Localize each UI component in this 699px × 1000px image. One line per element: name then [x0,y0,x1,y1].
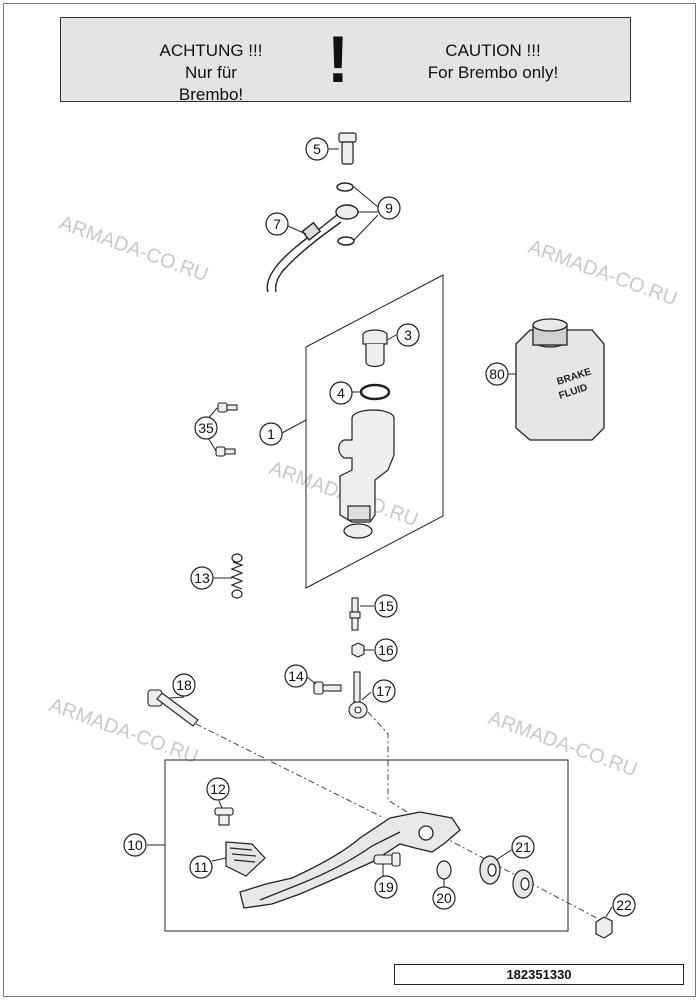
callout-label: 9 [385,200,393,216]
collar-nut-part [595,916,613,939]
caution-english-title: CAUTION !!! [445,41,541,60]
caution-german-text: Nur für Brembo! [178,63,244,104]
callout-label: 80 [489,366,505,382]
callout-label: 19 [378,879,394,895]
callout-label: 1 [267,426,275,442]
push-rod-part [348,671,368,719]
banjo-bolt-part [338,132,357,165]
callout-label: 12 [210,781,226,797]
caution-english: CAUTION !!! For Brembo only! [423,40,563,84]
callout-label: 7 [273,216,281,232]
watermark: ARMADA-CO.RU [485,707,640,781]
page-frame [3,3,696,997]
callout-label: 4 [337,385,345,401]
sealing-washer-part [337,236,355,246]
watermark: ARMADA-CO.RU [56,212,211,286]
callout-label: 14 [288,668,304,684]
callout-label: 5 [313,141,321,157]
callout-label: 10 [127,837,143,853]
pin-part [373,852,401,867]
callout-label: 17 [376,683,392,699]
return-spring-part [230,553,244,599]
sealing-washer-part [336,182,354,192]
caution-german-title: ACHTUNG !!! [159,41,263,60]
callout-label: 3 [404,327,412,343]
callout-label: 15 [378,598,394,614]
callout-label: 22 [616,897,632,913]
nut-part [351,642,365,658]
master-cylinder-group-outline [305,274,444,589]
callout-label: 21 [515,839,531,855]
step-plate-part [225,841,266,877]
callout-label: 11 [194,859,209,875]
part-number-box: 182351330 [394,964,684,985]
brake-pedal-part [239,811,461,909]
callout-label: 35 [198,420,214,436]
pivot-bolt-part [147,689,199,727]
leader-lines [147,148,613,918]
bleeder-screw-part [349,597,361,631]
o-ring-part [359,383,391,401]
callout-circles [123,137,636,917]
bearing-part [479,855,534,899]
callout-label: 13 [194,570,210,586]
caution-banner: ACHTUNG !!! Nur für Brembo! ! CAUTION !!… [60,17,631,104]
caution-english-text: For Brembo only! [427,63,559,82]
washer-part [436,860,452,880]
cap-part [214,807,234,826]
reservoir-cap-part [362,329,388,368]
screw-part [215,402,238,457]
callout-label: 20 [436,890,452,906]
exclamation-icon: ! [327,22,349,96]
bolt-part [313,681,342,695]
caution-german: ACHTUNG !!! Nur für Brembo! [151,40,271,106]
watermark: ARMADA-CO.RU [525,236,680,310]
callout-label: 16 [378,642,394,658]
master-cylinder-part [338,409,395,539]
callout-label: 18 [176,677,192,693]
brake-fluid-bottle-part [515,318,605,441]
